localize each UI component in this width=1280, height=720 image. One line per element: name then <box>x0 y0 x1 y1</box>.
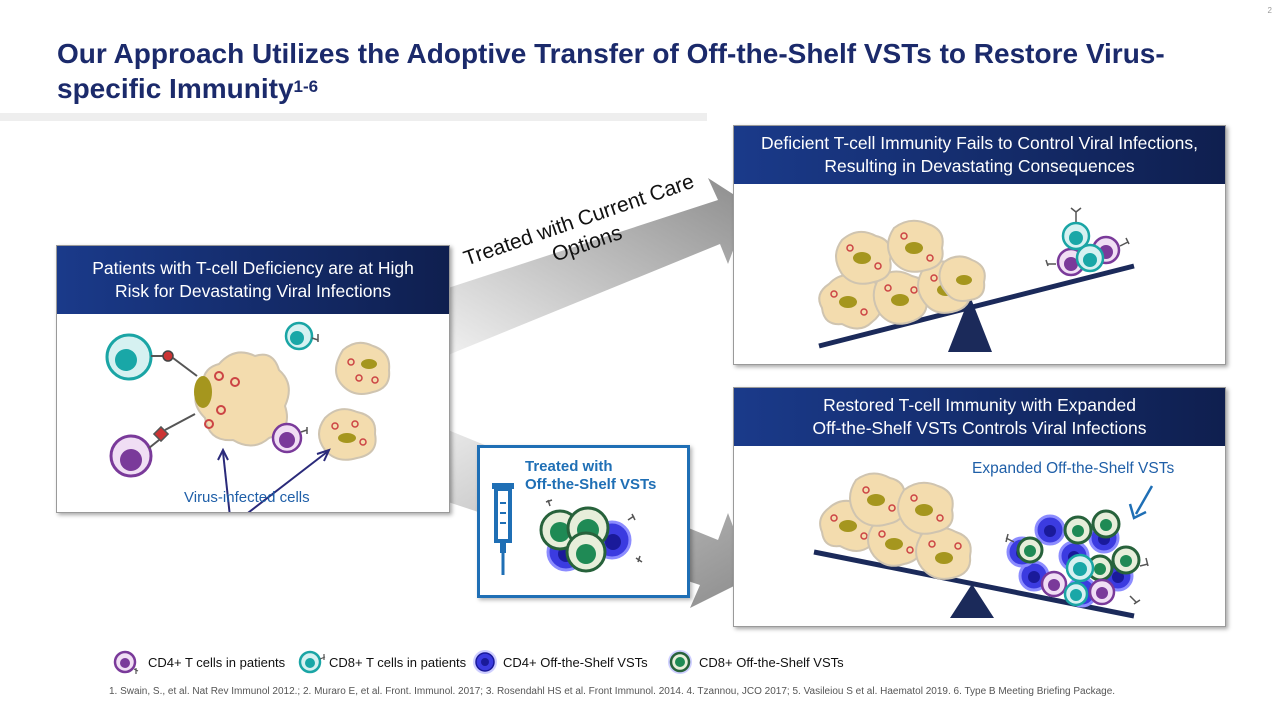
vst-label-line1: Treated with <box>525 458 613 475</box>
expanded-pointer-arrow <box>1128 485 1154 520</box>
restored-header-line2: Off-the-Shelf VSTs Controls Viral Infect… <box>812 418 1147 438</box>
restored-immunity-box: Restored T-cell Immunity with Expanded O… <box>733 387 1226 627</box>
cd4-vst-icon <box>473 650 497 674</box>
deficient-header-line1: Deficient T-cell Immunity Fails to Contr… <box>760 133 1198 153</box>
title-text: Our Approach Utilizes the Adoptive Trans… <box>57 38 1165 104</box>
references: 1. Swain, S., et al. Nat Rev Immunol 201… <box>109 686 1116 697</box>
cd8-t-cell-small <box>284 321 319 351</box>
deficient-box-header: Deficient T-cell Immunity Fails to Contr… <box>734 126 1225 184</box>
restored-header-line1: Restored T-cell Immunity with Expanded <box>823 395 1136 415</box>
legend-label-cd8-vst: CD8+ Off-the-Shelf VSTs <box>699 655 844 670</box>
cd8-t-cell <box>105 333 174 381</box>
cd8-vst-icon <box>668 650 692 674</box>
infected-cell-pile <box>819 472 972 580</box>
title-divider <box>0 113 707 121</box>
vst-treatment-label: Treated with Off-the-Shelf VSTs <box>525 458 656 494</box>
legend-label-cd8: CD8+ T cells in patients <box>329 655 467 670</box>
infected-cell-large <box>194 351 290 447</box>
vst-cell-cluster <box>539 499 643 573</box>
cd4-t-cell-small <box>271 422 308 454</box>
patients-illustration <box>105 321 391 512</box>
syringe-icon <box>492 483 514 575</box>
cd8-cell-icon <box>298 650 326 674</box>
restored-seesaw-illustration <box>813 472 1154 619</box>
cd4-t-cell <box>109 413 196 478</box>
t-cell-group <box>1045 207 1130 277</box>
expanded-vsts-label: Expanded Off-the-Shelf VSTs <box>972 460 1175 477</box>
vst-illustration <box>492 483 643 575</box>
legend-label-cd4-vst: CD4+ Off-the-Shelf VSTs <box>503 655 648 670</box>
virus-pointer-arrows <box>217 447 331 512</box>
vst-label-line2: Off-the-Shelf VSTs <box>525 476 657 493</box>
deficient-immunity-box: Deficient T-cell Immunity Fails to Contr… <box>733 125 1226 365</box>
patients-box: Patients with T-cell Deficiency are at H… <box>56 245 450 513</box>
seesaw-fulcrum <box>950 584 994 618</box>
patients-header-line1: Patients with T-cell Deficiency are at H… <box>92 258 414 278</box>
virus-infected-label: Virus-infected cells <box>184 489 310 506</box>
seesaw-beam <box>818 263 1135 349</box>
deficient-seesaw-illustration <box>818 207 1135 352</box>
legend-label-cd4: CD4+ T cells in patients <box>148 655 286 670</box>
slide-number: 2 <box>1267 6 1272 15</box>
page-title: Our Approach Utilizes the Adoptive Trans… <box>57 36 1247 106</box>
infected-cell-small-bottom <box>318 408 377 461</box>
deficient-header-line2: Resulting in Devastating Consequences <box>824 156 1135 176</box>
infected-cell-pile <box>818 219 986 330</box>
title-superscript: 1-6 <box>293 77 319 96</box>
patients-box-header: Patients with T-cell Deficiency are at H… <box>57 246 449 314</box>
vst-treatment-box: Treated with Off-the-Shelf VSTs <box>477 445 690 598</box>
seesaw-fulcrum <box>948 296 992 352</box>
arrow-current-care <box>448 178 750 355</box>
cd4-cell-icon <box>113 650 139 674</box>
infected-cell-small-top <box>335 341 391 395</box>
patients-header-line2: Risk for Devastating Viral Infections <box>115 281 391 301</box>
restored-box-header: Restored T-cell Immunity with Expanded O… <box>734 388 1225 446</box>
expanded-vst-cluster <box>1005 509 1149 608</box>
